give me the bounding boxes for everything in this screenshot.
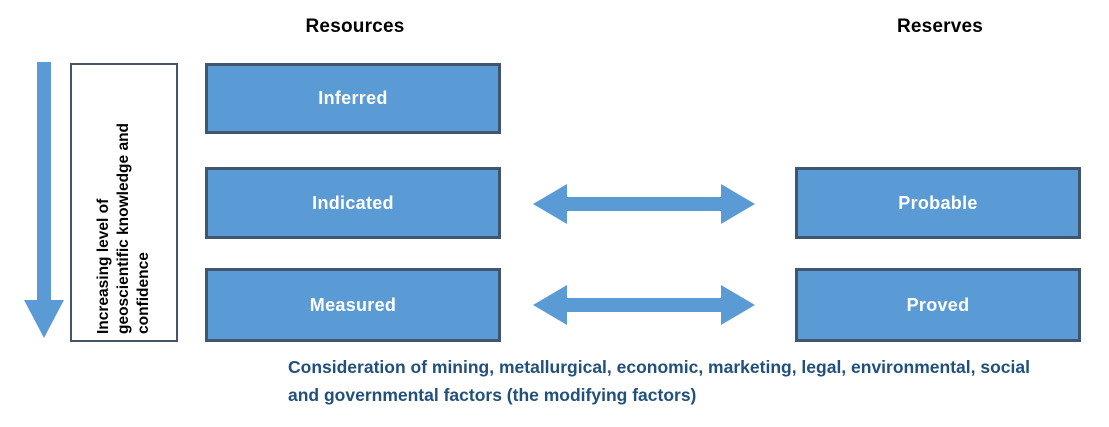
reserve-box-probable[interactable]: Probable	[795, 167, 1081, 239]
reserve-box-proved[interactable]: Proved	[795, 268, 1081, 342]
double-headed-arrow-svg	[533, 285, 755, 325]
reserve-box-probable-label: Probable	[898, 192, 978, 213]
down-arrow-icon	[20, 62, 68, 340]
geoscientific-confidence-label-box: Increasing level of geoscientific knowle…	[70, 63, 178, 342]
down-arrow-svg	[24, 62, 64, 338]
resource-box-measured[interactable]: Measured	[205, 268, 501, 342]
geoscientific-confidence-label: Increasing level of geoscientific knowle…	[94, 122, 153, 334]
modifying-factors-caption: Consideration of mining, metallurgical, …	[288, 357, 1030, 406]
resource-box-indicated-label: Indicated	[312, 192, 394, 213]
double-headed-arrow-svg	[533, 184, 755, 224]
double-headed-arrow-icon-measured-proved	[533, 281, 755, 329]
reserve-box-proved-label: Proved	[906, 294, 970, 315]
resource-box-inferred[interactable]: Inferred	[205, 63, 501, 134]
resource-box-measured-label: Measured	[309, 294, 397, 315]
double-headed-arrow-icon-indicated-probable	[533, 180, 755, 228]
resource-box-indicated[interactable]: Indicated	[205, 167, 501, 239]
column-header-resources: Resources	[305, 16, 405, 37]
resource-box-inferred-label: Inferred	[318, 88, 388, 108]
column-header-reserves: Reserves	[896, 16, 984, 37]
